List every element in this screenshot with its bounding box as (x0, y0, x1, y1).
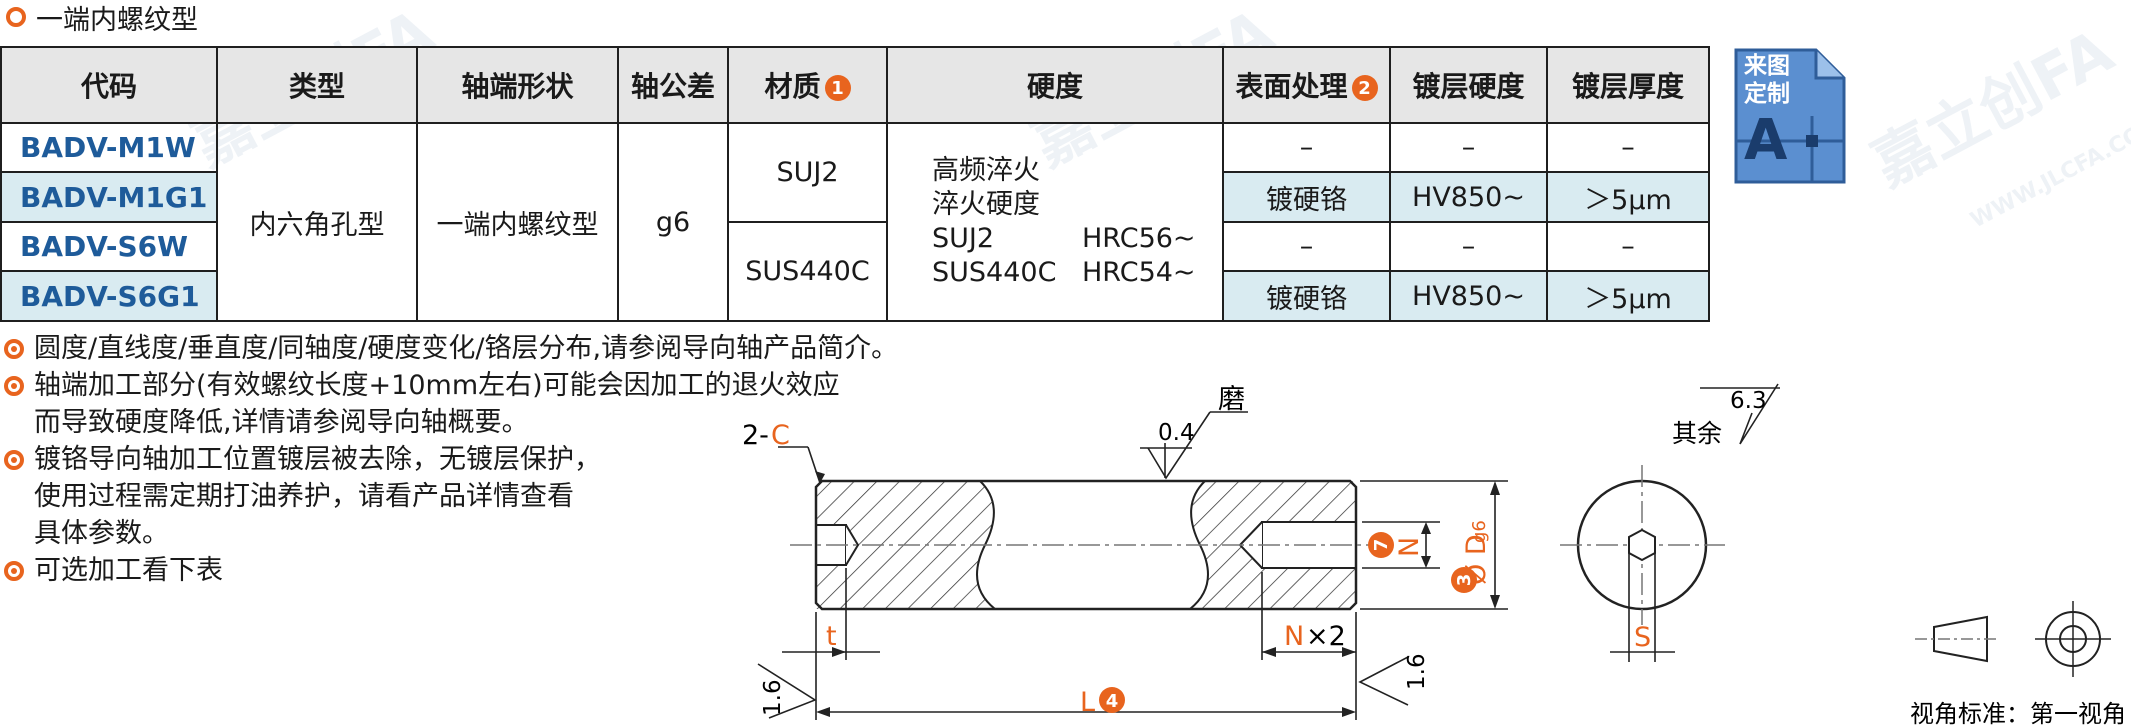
surface-cell: – (1222, 122, 1391, 173)
badge-letter: A (1744, 108, 1788, 173)
section-title: 一端内螺纹型 (6, 0, 198, 36)
plating-hardness-cell: – (1389, 122, 1548, 173)
bullet-icon (4, 376, 24, 396)
code-cell: BADV-S6W (0, 221, 218, 272)
header-code: 代码 (0, 46, 218, 124)
table-row: BADV-M1G1 镀硬铬 HV850~ ＞5μm (0, 171, 1710, 223)
footnote-badge (1368, 532, 1394, 558)
code-cell: BADV-S6G1 (0, 270, 218, 322)
shaft-side-view (790, 479, 1385, 611)
header-hardness: 硬度 (886, 46, 1224, 124)
plating-thickness-cell: – (1546, 221, 1710, 272)
s-label: S (1634, 622, 1651, 653)
surface-cell: – (1222, 221, 1391, 272)
drawing-labels: 2- C 0.4 磨 其余 6.3 1.6 1.6 t N ×2 N 7 Ø D… (742, 384, 2126, 728)
code-cell: BADV-M1G1 (0, 171, 218, 223)
svg-text:4: 4 (1106, 691, 1119, 712)
chamfer-count-label: 2- (742, 420, 769, 451)
plating-thickness-cell: – (1546, 122, 1710, 173)
note-item: 镀铬导向轴加工位置镀层被去除，无镀层保护，使用过程需定期打油养护，请看产品详情查… (4, 441, 898, 552)
surface-cell: 镀硬铬 (1222, 270, 1391, 322)
n-times-label: ×2 (1306, 621, 1346, 652)
table-row: BADV-M1W 内六角孔型 一端内螺纹型 g6 SUJ2 高频淬火 淬火硬度 … (0, 122, 1710, 322)
notes-list: 圆度/直线度/垂直度/同轴度/硬度变化/铬层分布,请参阅导向轴产品简介。 轴端加… (4, 330, 898, 589)
material-cell: SUS440C (727, 221, 888, 322)
roughness-rest-label: 其余 (1672, 419, 1722, 448)
section-title-text: 一端内螺纹型 (36, 4, 198, 36)
grind-label: 磨 (1218, 384, 1245, 415)
table-row: BADV-S6W SUS440C – – – (0, 221, 1710, 322)
n-label: N (1284, 621, 1304, 652)
surface-cell: 镀硬铬 (1222, 171, 1391, 223)
plating-hardness-cell: HV850~ (1389, 171, 1548, 223)
badge-line2: 定制 (1744, 81, 1790, 107)
svg-text:3: 3 (1454, 574, 1475, 587)
plating-hardness-cell: HV850~ (1389, 270, 1548, 322)
type-cell: 内六角孔型 (216, 122, 418, 322)
shaft-end-cell: 一端内螺纹型 (416, 122, 619, 322)
roughness-rest-value: 6.3 (1730, 388, 1767, 414)
tolerance-cell: g6 (617, 122, 729, 322)
plating-hardness-cell: – (1389, 221, 1548, 272)
plating-thickness-cell: ＞5μm (1546, 171, 1710, 223)
header-type: 类型 (216, 46, 418, 124)
note-item: 轴端加工部分(有效螺纹长度+10mm左右)可能会因加工的退火效应而导致硬度降低,… (4, 367, 898, 441)
roughness-grind-label: 0.4 (1158, 420, 1195, 446)
svg-text:7: 7 (1371, 539, 1392, 552)
custom-drawing-badge[interactable]: 来图 定制 A (1732, 46, 1848, 186)
t-label: t (826, 621, 837, 652)
note-item: 圆度/直线度/垂直度/同轴度/硬度变化/铬层分布,请参阅导向轴产品简介。 (4, 330, 898, 367)
length-label: L (1080, 687, 1095, 718)
roughness-end-left: 1.6 (760, 679, 786, 716)
badge-line1: 来图 (1744, 53, 1790, 79)
footnote-badge (1451, 567, 1477, 593)
bullet-icon (4, 561, 24, 581)
note-item: 可选加工看下表 (4, 552, 898, 589)
projection-label: 视角标准：第一视角 (1910, 700, 2126, 728)
footnote-badge: 2 (1351, 75, 1378, 101)
header-shaft-end: 轴端形状 (416, 46, 619, 124)
chamfer-letter-label: C (771, 420, 790, 451)
header-plating-thickness: 镀层厚度 (1546, 46, 1710, 124)
dimension-arrows (815, 471, 1500, 717)
n-side-label: N (1394, 537, 1425, 557)
diameter-sub: g6 (1469, 520, 1490, 543)
footnote-badge (1099, 687, 1125, 713)
material-cell: SUJ2 (727, 122, 888, 223)
document-icon (1734, 48, 1846, 184)
projection-symbol (1915, 601, 2111, 677)
n-side-group: N (1394, 537, 1425, 557)
plating-thickness-cell: ＞5μm (1546, 270, 1710, 322)
roughness-end-right: 1.6 (1404, 653, 1430, 690)
header-plating-hardness: 镀层硬度 (1389, 46, 1548, 124)
bullet-icon (4, 339, 24, 359)
footnote-badge: 1 (824, 75, 851, 101)
bullet-icon (4, 450, 24, 470)
header-tolerance: 轴公差 (617, 46, 729, 124)
table-row: BADV-S6G1 镀硬铬 HV850~ ＞5μm (0, 270, 1710, 322)
shaft-end-view (1560, 465, 1725, 662)
dimension-lines (757, 383, 1780, 720)
circle-bullet-icon (6, 7, 26, 27)
code-cell: BADV-M1W (0, 122, 218, 173)
